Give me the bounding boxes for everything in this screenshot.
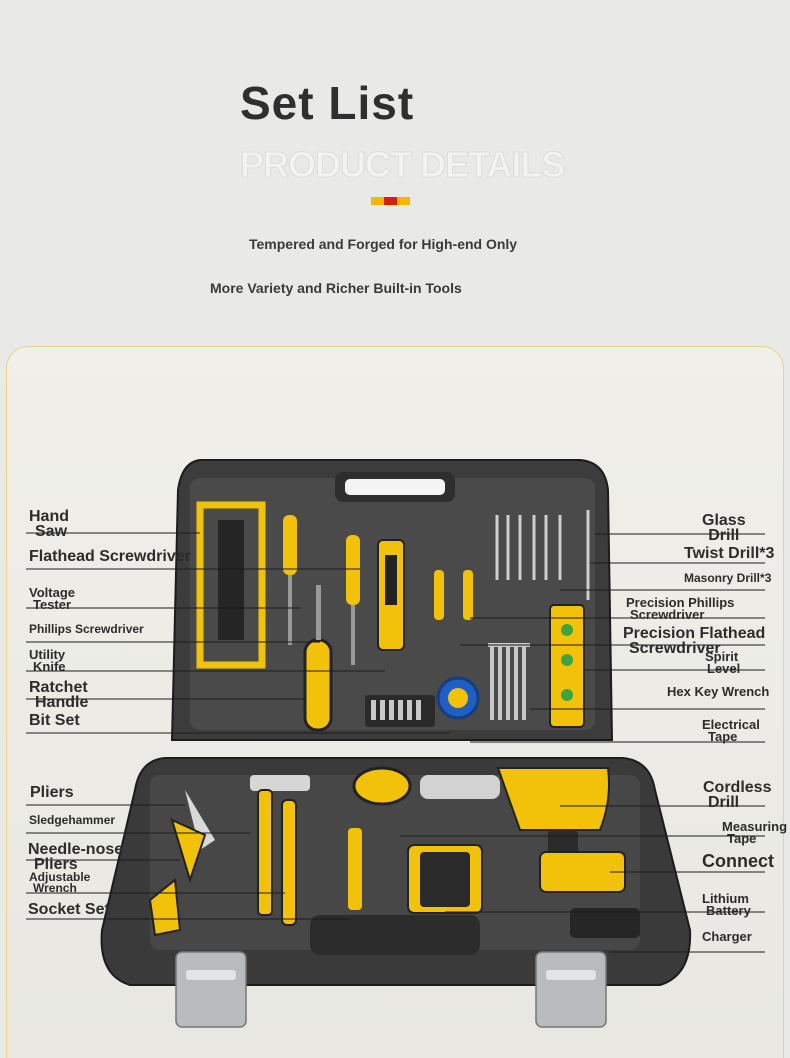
label-precision-flathead-screwdriver: Precision Flathead Screwdriver xyxy=(623,625,766,658)
label-flathead-screwdriver: Flathead Screwdriver xyxy=(29,548,191,565)
accent-segment xyxy=(384,197,397,205)
label-line: Precision Phillips xyxy=(626,595,735,610)
label-line: Utility xyxy=(29,647,66,662)
label-line: Screwdriver xyxy=(630,607,705,623)
accent-divider xyxy=(371,197,410,205)
label-line: Hex Key Wrench xyxy=(667,684,770,699)
label-line: Electrical xyxy=(702,717,760,732)
label-glass-drill: Glass Drill xyxy=(702,512,746,545)
label-connect: Connect xyxy=(702,853,790,870)
label-line: Hand xyxy=(29,508,69,525)
page-subtitle: PRODUCT DETAILS xyxy=(239,144,565,186)
label-line: Lithium xyxy=(702,891,749,906)
label-line: Handle xyxy=(35,694,89,712)
label-line: Bit Set xyxy=(29,712,80,729)
label-sledgehammer: Sledgehammer xyxy=(29,813,116,827)
label-twist-drill: Twist Drill*3 xyxy=(684,545,775,562)
label-hex-key-wrench: Hex Key Wrench xyxy=(667,684,770,699)
tagline-2: More Variety and Richer Built-in Tools xyxy=(210,280,462,296)
label-spirit-level: Spirit Level xyxy=(703,649,741,677)
label-line: Needle-nose xyxy=(28,841,124,858)
label-charger: Charger xyxy=(702,929,752,944)
label-utility-knife: Utility Knife xyxy=(29,647,66,675)
label-line: Saw xyxy=(35,523,68,541)
label-line: Ratchet xyxy=(29,679,88,696)
label-line: Battery xyxy=(706,903,751,919)
label-line: Tester xyxy=(33,597,72,613)
label-line: Masonry Drill*3 xyxy=(684,571,772,585)
tagline-1: Tempered and Forged for High-end Only xyxy=(249,236,518,252)
label-voltage-tester: Voltage Tester xyxy=(29,585,75,613)
label-line: Twist Drill*3 xyxy=(684,545,775,562)
label-line: Cordless xyxy=(703,779,772,796)
label-line: Pliers xyxy=(34,856,78,874)
label-pliers: Pliers xyxy=(30,784,74,801)
label-measuring-tape: Measuring Tape xyxy=(722,821,790,846)
label-line: Precision Flathead xyxy=(623,625,766,642)
label-lithium-battery: Lithium Battery xyxy=(702,891,751,919)
label-needle-nose-pliers: Needle-nose Pliers xyxy=(28,841,124,874)
label-adjustable-wrench: Adjustable Wrench xyxy=(29,870,91,896)
label-line: Tape xyxy=(708,729,738,745)
label-socket-set: Socket Set xyxy=(28,901,110,918)
label-precision-phillips-screwdriver: Precision Phillips Screwdriver xyxy=(626,595,735,623)
label-line: Glass xyxy=(702,512,746,529)
label-line: Wrench xyxy=(33,881,77,896)
label-line: Pliers xyxy=(30,784,74,801)
label-ratchet-handle: Ratchet Handle xyxy=(29,679,89,712)
label-bit-set: Bit Set xyxy=(29,712,80,729)
label-line: Charger xyxy=(702,929,752,944)
label-cordless-drill: Cordless Drill xyxy=(703,779,772,812)
label-line: Connect xyxy=(702,853,774,871)
label-line: Drill xyxy=(708,527,740,545)
label-line: Adjustable xyxy=(29,870,91,884)
label-line: Voltage xyxy=(29,585,75,600)
label-phillips-screwdriver: Phillips Screwdriver xyxy=(29,622,144,636)
label-line: Sledgehammer xyxy=(29,813,116,827)
label-line: Knife xyxy=(33,659,66,675)
label-line: Socket Set xyxy=(28,901,110,918)
label-line: Level xyxy=(707,661,741,677)
label-line: Measuring xyxy=(722,821,788,834)
label-line: Phillips Screwdriver xyxy=(29,622,144,636)
accent-segment xyxy=(397,197,410,205)
label-electrical-tape: Electrical Tape xyxy=(702,717,760,745)
label-line: Screwdriver xyxy=(629,640,721,658)
label-line: Tape xyxy=(727,831,757,846)
accent-segment xyxy=(371,197,384,205)
page-title: Set List xyxy=(240,77,415,129)
label-line: Drill xyxy=(708,794,740,812)
label-masonry-drill: Masonry Drill*3 xyxy=(684,571,772,585)
label-line: Spirit xyxy=(705,649,739,664)
label-hand-saw: Hand Saw xyxy=(29,508,69,541)
label-line: Flathead Screwdriver xyxy=(29,548,191,565)
